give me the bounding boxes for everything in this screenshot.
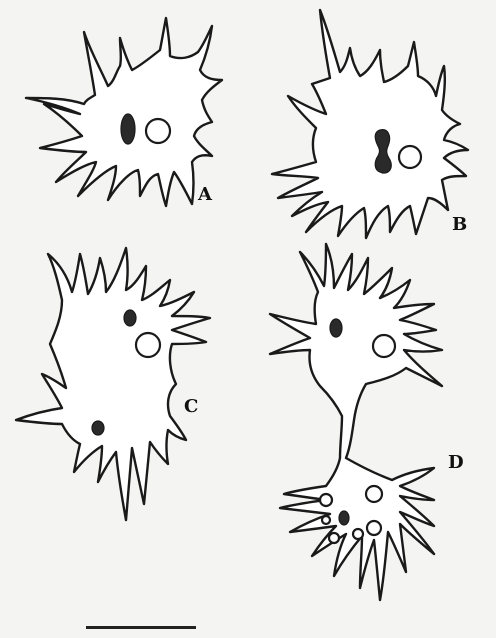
cell-d xyxy=(270,244,442,600)
label-c: C xyxy=(184,396,198,417)
label-a: A xyxy=(198,184,212,205)
cell-b xyxy=(272,10,468,238)
cell-a xyxy=(26,18,222,206)
caption-rule xyxy=(86,626,196,629)
label-d: D xyxy=(448,452,464,473)
cell-c xyxy=(16,248,210,520)
label-b: B xyxy=(452,214,467,235)
